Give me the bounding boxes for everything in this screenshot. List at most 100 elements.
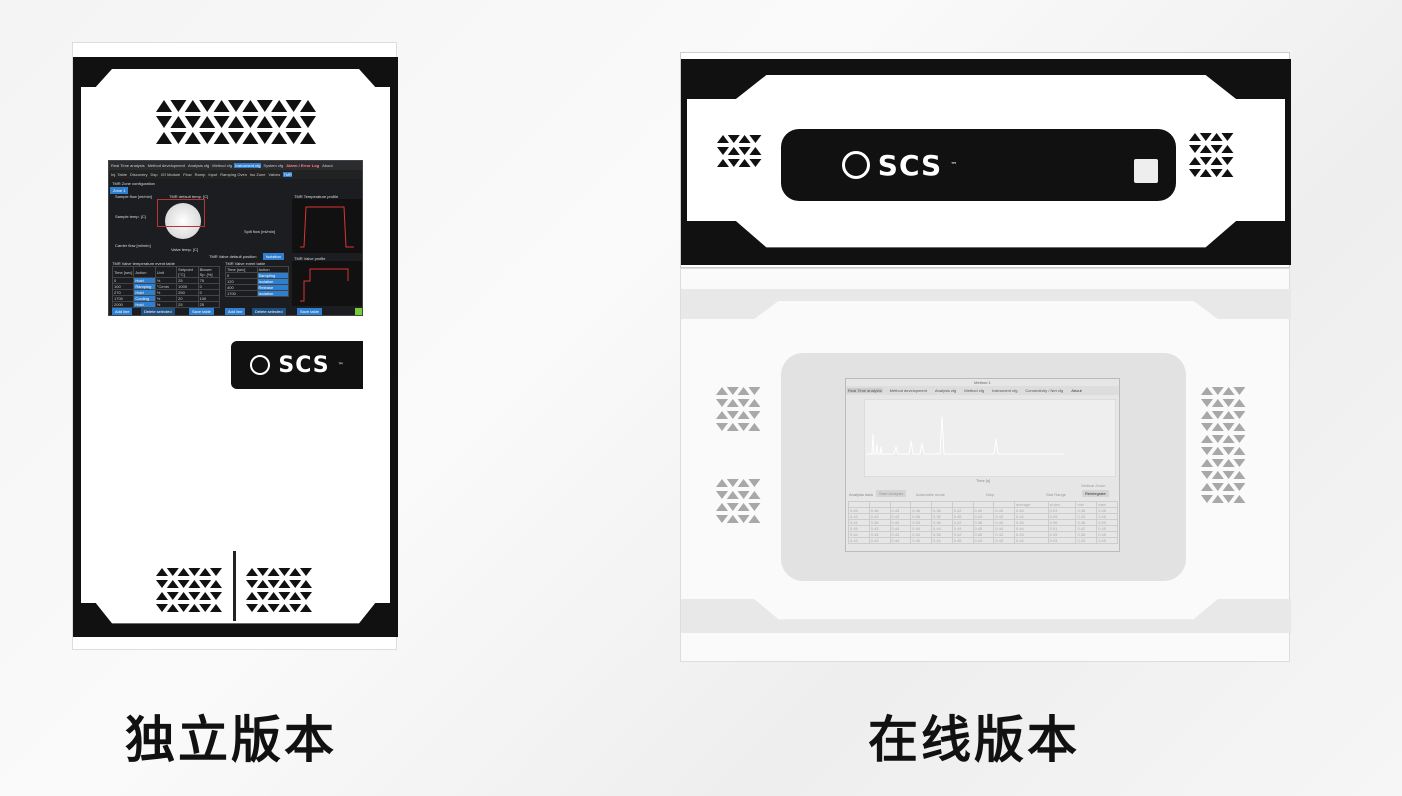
save-table-button[interactable]: Save table <box>189 308 214 315</box>
nav-tab[interactable]: About <box>322 163 333 168</box>
subtab[interactable]: Iso Zone <box>249 172 266 177</box>
sample-flow-label: Sample flow [ml/min] <box>115 194 152 199</box>
subtab[interactable]: Flow <box>183 172 192 177</box>
vent-triangle <box>717 159 729 167</box>
subtab[interactable]: Ramp <box>194 172 206 177</box>
online-caption: 在线版本 <box>868 711 1080 769</box>
vent-triangle <box>726 423 739 431</box>
subtab[interactable]: Input <box>208 172 218 177</box>
vent-triangle <box>1189 133 1201 141</box>
nav-tab[interactable]: Real Time analysis <box>111 163 145 168</box>
vent-right <box>1201 387 1246 503</box>
nav-tab[interactable]: Analysis cfg <box>934 388 957 393</box>
nav-tab-alarm[interactable]: Alarm / Error Log <box>286 163 320 168</box>
delete-selected-button[interactable]: Delete selected <box>141 308 175 315</box>
vent-triangle <box>300 592 312 600</box>
start-analysis-button[interactable]: Start Analysis <box>876 490 907 497</box>
table-cell: 0.43 <box>972 537 995 544</box>
vent-triangle <box>285 100 302 112</box>
vent-triangle <box>1233 387 1246 395</box>
vent-triangle <box>1199 133 1212 141</box>
nav-tab[interactable]: Method development <box>147 163 185 168</box>
subtab[interactable]: Dsp <box>150 172 158 177</box>
vent-triangle <box>213 116 230 128</box>
vent-triangle <box>1189 157 1201 165</box>
add-line-button[interactable]: Add line <box>225 308 246 315</box>
vent-triangle <box>170 132 187 144</box>
vent-triangle <box>300 116 316 128</box>
vent-triangle <box>1201 471 1213 479</box>
vent-triangle <box>726 399 739 407</box>
vent-triangle <box>199 116 216 128</box>
right-edge <box>1285 93 1291 228</box>
upper-bottom-band <box>681 221 1291 265</box>
vent-triangle <box>1201 495 1213 503</box>
vent-bottom-left <box>156 568 222 612</box>
vent-triangle <box>166 568 179 576</box>
door-seam <box>233 551 236 621</box>
delete-selected-button[interactable]: Delete selected <box>252 308 286 315</box>
vent-triangle <box>267 604 280 612</box>
next-arrow-button[interactable] <box>355 308 362 315</box>
nav-tab[interactable]: Instrument cfg <box>992 388 1018 393</box>
add-line-button[interactable]: Add line <box>112 308 133 315</box>
vent-triangle <box>1222 435 1235 443</box>
nav-tab[interactable]: Connectivity / Net cfg <box>1025 388 1064 393</box>
vent-triangle <box>1221 157 1234 165</box>
nav-tab[interactable]: Method cfg <box>212 163 233 168</box>
save-table-button[interactable]: Save table <box>297 308 322 315</box>
column-header: Setpoint [°C] <box>176 266 199 278</box>
vent-triangle <box>256 580 269 588</box>
nav-tab-active[interactable]: Instrument cfg <box>234 163 262 168</box>
nav-tab[interactable]: Analysis cfg <box>187 163 210 168</box>
subtab-active[interactable]: TMR <box>283 172 292 177</box>
subtab[interactable]: Ramping Oven <box>220 172 247 177</box>
nav-tab[interactable]: Method development <box>889 388 927 393</box>
nav-tab-active[interactable]: Real Time analysis <box>847 388 883 393</box>
top-frame-band <box>73 57 398 87</box>
valve-default-position-select[interactable]: Isolation <box>263 253 284 260</box>
zone-button[interactable]: Zone 1 <box>110 187 129 194</box>
reintegrate-button[interactable]: Reintegrate <box>1082 490 1109 497</box>
vent-triangle <box>716 423 728 431</box>
vent-triangle <box>1222 459 1235 467</box>
table-cell: 0.43 <box>868 537 891 544</box>
vent-triangle <box>156 604 168 612</box>
vent-triangle <box>278 580 291 588</box>
vertical-zoom-checkbox[interactable]: Vertical Zoom <box>1081 483 1106 488</box>
column-header: Unit <box>154 266 178 278</box>
vent-triangle <box>156 580 168 588</box>
vent-triangle <box>170 116 187 128</box>
vent-triangle <box>1233 459 1246 467</box>
vent-triangle <box>1222 447 1235 455</box>
subtab[interactable]: Valves <box>268 172 281 177</box>
nav-tab[interactable]: Method cfg <box>964 388 985 393</box>
subtab[interactable]: I/O Module <box>160 172 181 177</box>
vent-triangle <box>1221 133 1234 141</box>
subtab[interactable]: Inj. Table <box>111 172 127 177</box>
automatic-mode-checkbox[interactable]: Automatic mode <box>916 492 945 497</box>
vent-triangle <box>717 147 729 155</box>
vent-triangle <box>199 580 212 588</box>
vent-triangle <box>1222 495 1235 503</box>
vent-triangle <box>177 580 190 588</box>
vent-triangle <box>300 132 316 144</box>
nav-tab[interactable]: About <box>1071 388 1082 393</box>
vent-triangle <box>289 568 302 576</box>
vent-triangle <box>242 116 259 128</box>
nav-tab[interactable]: System cfg <box>263 163 284 168</box>
subtab[interactable]: Discovery <box>129 172 148 177</box>
vent-triangle <box>267 580 280 588</box>
vent-triangle <box>213 100 230 112</box>
vent-triangle <box>748 479 761 487</box>
vent-triangle <box>285 132 302 144</box>
default-temp-label: TMR default temp. [C] <box>169 194 209 199</box>
